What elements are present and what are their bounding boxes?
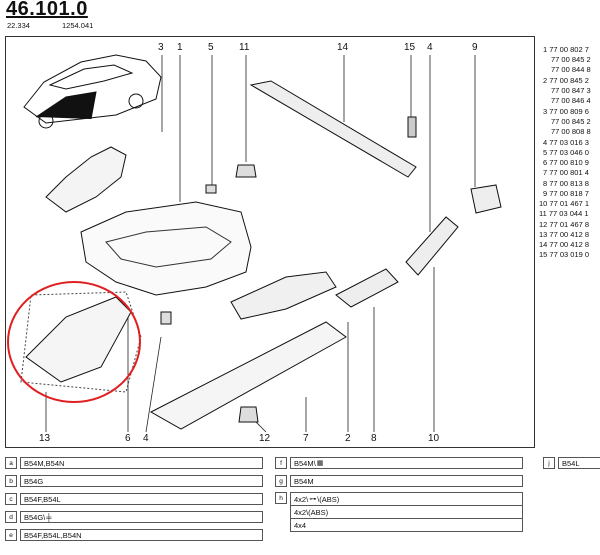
- part-number: 77 00 847 3: [551, 86, 591, 95]
- part-number: 15 77 03 019 0: [539, 250, 590, 259]
- vehicle-outline: [23, 54, 162, 129]
- legend-key: f: [275, 457, 287, 469]
- page-title: 46.101.0: [6, 0, 88, 20]
- grid-symbol-icon: ▦: [316, 460, 324, 467]
- part-1-undertray: [80, 201, 252, 296]
- legend-text: 4x2\(ABS): [291, 506, 522, 519]
- part-number: 77 00 845 2: [551, 117, 591, 126]
- legend-text: B54M,B54N: [20, 457, 263, 469]
- legend-text: 4x4: [294, 520, 307, 530]
- part-4-clip: [160, 311, 172, 325]
- leader-line-4-bottom: [145, 336, 162, 433]
- reference-code-right: 1254.041: [62, 21, 94, 30]
- legend-row-h: h 4x2\ ⊶ \(ABS) 4x2\(ABS) 4x4: [275, 492, 523, 532]
- callout-3: 3: [158, 42, 164, 53]
- legend-text: B54L: [558, 457, 600, 469]
- legend-row-e: e B54F,B54L,B54N: [5, 528, 263, 542]
- legend-key: a: [5, 457, 17, 469]
- part-number: 9 77 00 818 7: [543, 189, 589, 198]
- part-number: 12 77 01 467 8: [539, 220, 590, 229]
- callout-9: 9: [472, 42, 478, 53]
- part-number: 77 00 845 2: [551, 55, 591, 64]
- reference-code-left: 22.334: [7, 21, 30, 30]
- callout-7: 7: [303, 433, 309, 444]
- part-13-6-assembly: [25, 296, 132, 383]
- sensor-symbol-icon: ⊶: [309, 496, 317, 503]
- part-number: 3 77 00 809 6: [543, 107, 589, 116]
- part-number: 14 77 00 412 8: [539, 240, 590, 249]
- part-7-sill-panel: [149, 321, 347, 430]
- part-number: 8 77 00 813 8: [543, 179, 589, 188]
- part-3-bracket: [45, 146, 127, 213]
- part-11-nut: [235, 164, 257, 178]
- callout-13: 13: [39, 433, 51, 444]
- legend-key: c: [5, 493, 17, 505]
- callout-5: 5: [208, 42, 214, 53]
- part-number: 77 00 808 8: [551, 127, 591, 136]
- part-15-bolt: [407, 116, 417, 138]
- part-number: 1 77 00 802 7: [543, 45, 589, 54]
- callout-12: 12: [259, 433, 271, 444]
- part-5-clip: [205, 184, 217, 194]
- callout-11: 11: [239, 42, 250, 53]
- part-number: 2 77 00 845 2: [543, 76, 589, 85]
- legend-row-b: b B54G: [5, 474, 263, 488]
- part-4-side-shield: [405, 216, 459, 276]
- legend-key: j: [543, 457, 555, 469]
- legend-text: B54M: [290, 475, 523, 487]
- diagram-frame: 3 1 5 11 14 15 4 9 13 6 4 12 7 2 8 10: [5, 36, 535, 448]
- legend-row-c: c B54F,B54L: [5, 492, 263, 506]
- legend-key: e: [5, 529, 17, 541]
- bracket-symbol-icon: ╪: [46, 512, 52, 522]
- part-1-undertray-ribs: [105, 226, 232, 268]
- legend-row-j: j B54L: [543, 456, 600, 470]
- callout-6: 6: [125, 433, 131, 444]
- legend-row-a: a B54M,B54N: [5, 456, 263, 470]
- legend-key: g: [275, 475, 287, 487]
- legend-text: B54G\: [24, 512, 46, 522]
- callout-14: 14: [337, 42, 349, 53]
- legend-text: B54F,B54L: [20, 493, 263, 505]
- callout-15: 15: [404, 42, 416, 53]
- assembly-dashed-outline: [20, 291, 142, 393]
- part-number: 7 77 00 801 4: [543, 168, 589, 177]
- part-14-crossbar: [249, 80, 417, 178]
- callout-4-top: 4: [427, 42, 433, 53]
- callout-1: 1: [177, 42, 183, 53]
- legend-text: B54M\: [294, 458, 316, 468]
- legend-row-g: g B54M: [275, 474, 523, 488]
- legend-text: \(ABS): [317, 494, 340, 504]
- callout-2: 2: [345, 433, 351, 444]
- legend-key: d: [5, 511, 17, 523]
- highlight-circle: [7, 281, 141, 403]
- part-number: 10 77 01 467 1: [539, 199, 590, 208]
- part-number: 5 77 03 046 0: [543, 148, 589, 157]
- part-number: 77 00 844 8: [551, 65, 591, 74]
- part-2-splash-shield: [230, 271, 337, 320]
- part-number: 6 77 00 810 9: [543, 158, 589, 167]
- legend-text: B54F,B54L,B54N: [20, 529, 263, 541]
- part-number: 77 00 846 4: [551, 96, 591, 105]
- part-number: 4 77 03 016 3: [543, 138, 589, 147]
- legend-text: B54G: [20, 475, 263, 487]
- legend-row-f: f B54M\ ▦: [275, 456, 523, 470]
- callout-4-bottom: 4: [143, 433, 149, 444]
- legend-row-d: d B54G\ ╪: [5, 510, 263, 524]
- part-9-bracket: [470, 184, 502, 214]
- callout-8: 8: [371, 433, 377, 444]
- part-12-clip: [238, 406, 259, 423]
- part-number: 13 77 00 412 8: [539, 230, 590, 239]
- legend-key: h: [275, 492, 287, 504]
- legend-text: 4x2\: [294, 494, 309, 504]
- part-8-bracket: [335, 268, 399, 308]
- callout-10: 10: [428, 433, 440, 444]
- legend-key: b: [5, 475, 17, 487]
- exploded-parts-diagram: [7, 54, 502, 433]
- part-number: 11 77 03 044 1: [539, 209, 589, 218]
